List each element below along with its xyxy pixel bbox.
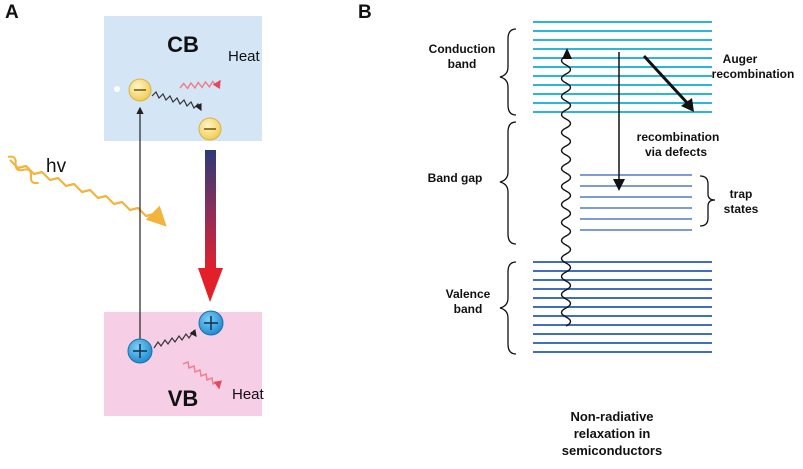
empty-state-dot [114, 86, 120, 92]
recombination-arrow-head [198, 268, 223, 302]
auger-label-2: recombination [712, 67, 795, 81]
vb-heat-arrow [182, 361, 222, 390]
auger-arrow [642, 54, 692, 108]
trap-label-2: states [724, 202, 759, 216]
auger-arrow-head [681, 98, 694, 112]
conduction-band-brace [499, 28, 517, 116]
panel-b-letter: B [358, 2, 372, 23]
caption-line-2: relaxation in [574, 426, 651, 441]
cb-label: CB [167, 32, 199, 57]
recombination-arrow-shaft [205, 150, 216, 270]
hv-label: hv [46, 156, 67, 177]
vb-label: VB [168, 386, 199, 411]
photon-wave [9, 159, 167, 227]
panel-b: Conduction band Band gap Valence band Au… [428, 21, 795, 458]
excitation-wave [560, 55, 572, 327]
excitation-wave-arrowhead [562, 48, 572, 59]
auger-label-1: Auger [723, 52, 758, 66]
conduction-band-lines [533, 21, 712, 113]
conduction-band-label-1: Conduction [429, 42, 496, 56]
band-gap-label: Band gap [428, 171, 483, 185]
valence-band-label-1: Valence [446, 287, 491, 301]
heat-top-label: Heat [228, 48, 261, 65]
panel-a: CB VB hv Heat [7, 16, 265, 416]
band-gap-brace [499, 121, 517, 245]
trap-state-lines [580, 174, 692, 231]
cb-thermalization-arrow [151, 90, 202, 112]
panel-a-letter: A [5, 2, 19, 23]
conduction-band-label-2: band [448, 57, 477, 71]
valence-band-lines [533, 261, 712, 353]
caption-line-3: semiconductors [562, 443, 662, 458]
trap-label-1: trap [730, 187, 753, 201]
defects-label-2: via defects [645, 145, 707, 159]
valence-band-label-2: band [454, 302, 483, 316]
cb-heat-arrow [179, 79, 221, 90]
vb-thermalization-arrow [153, 329, 197, 349]
valence-band-brace [499, 261, 517, 355]
conduction-band-box [104, 16, 262, 141]
photon-wave-1 [7, 155, 39, 185]
heat-bottom-label: Heat [232, 386, 265, 403]
trap-states-brace [699, 175, 716, 227]
defects-label-1: recombination [637, 130, 720, 144]
caption-line-1: Non-radiative [570, 409, 653, 424]
